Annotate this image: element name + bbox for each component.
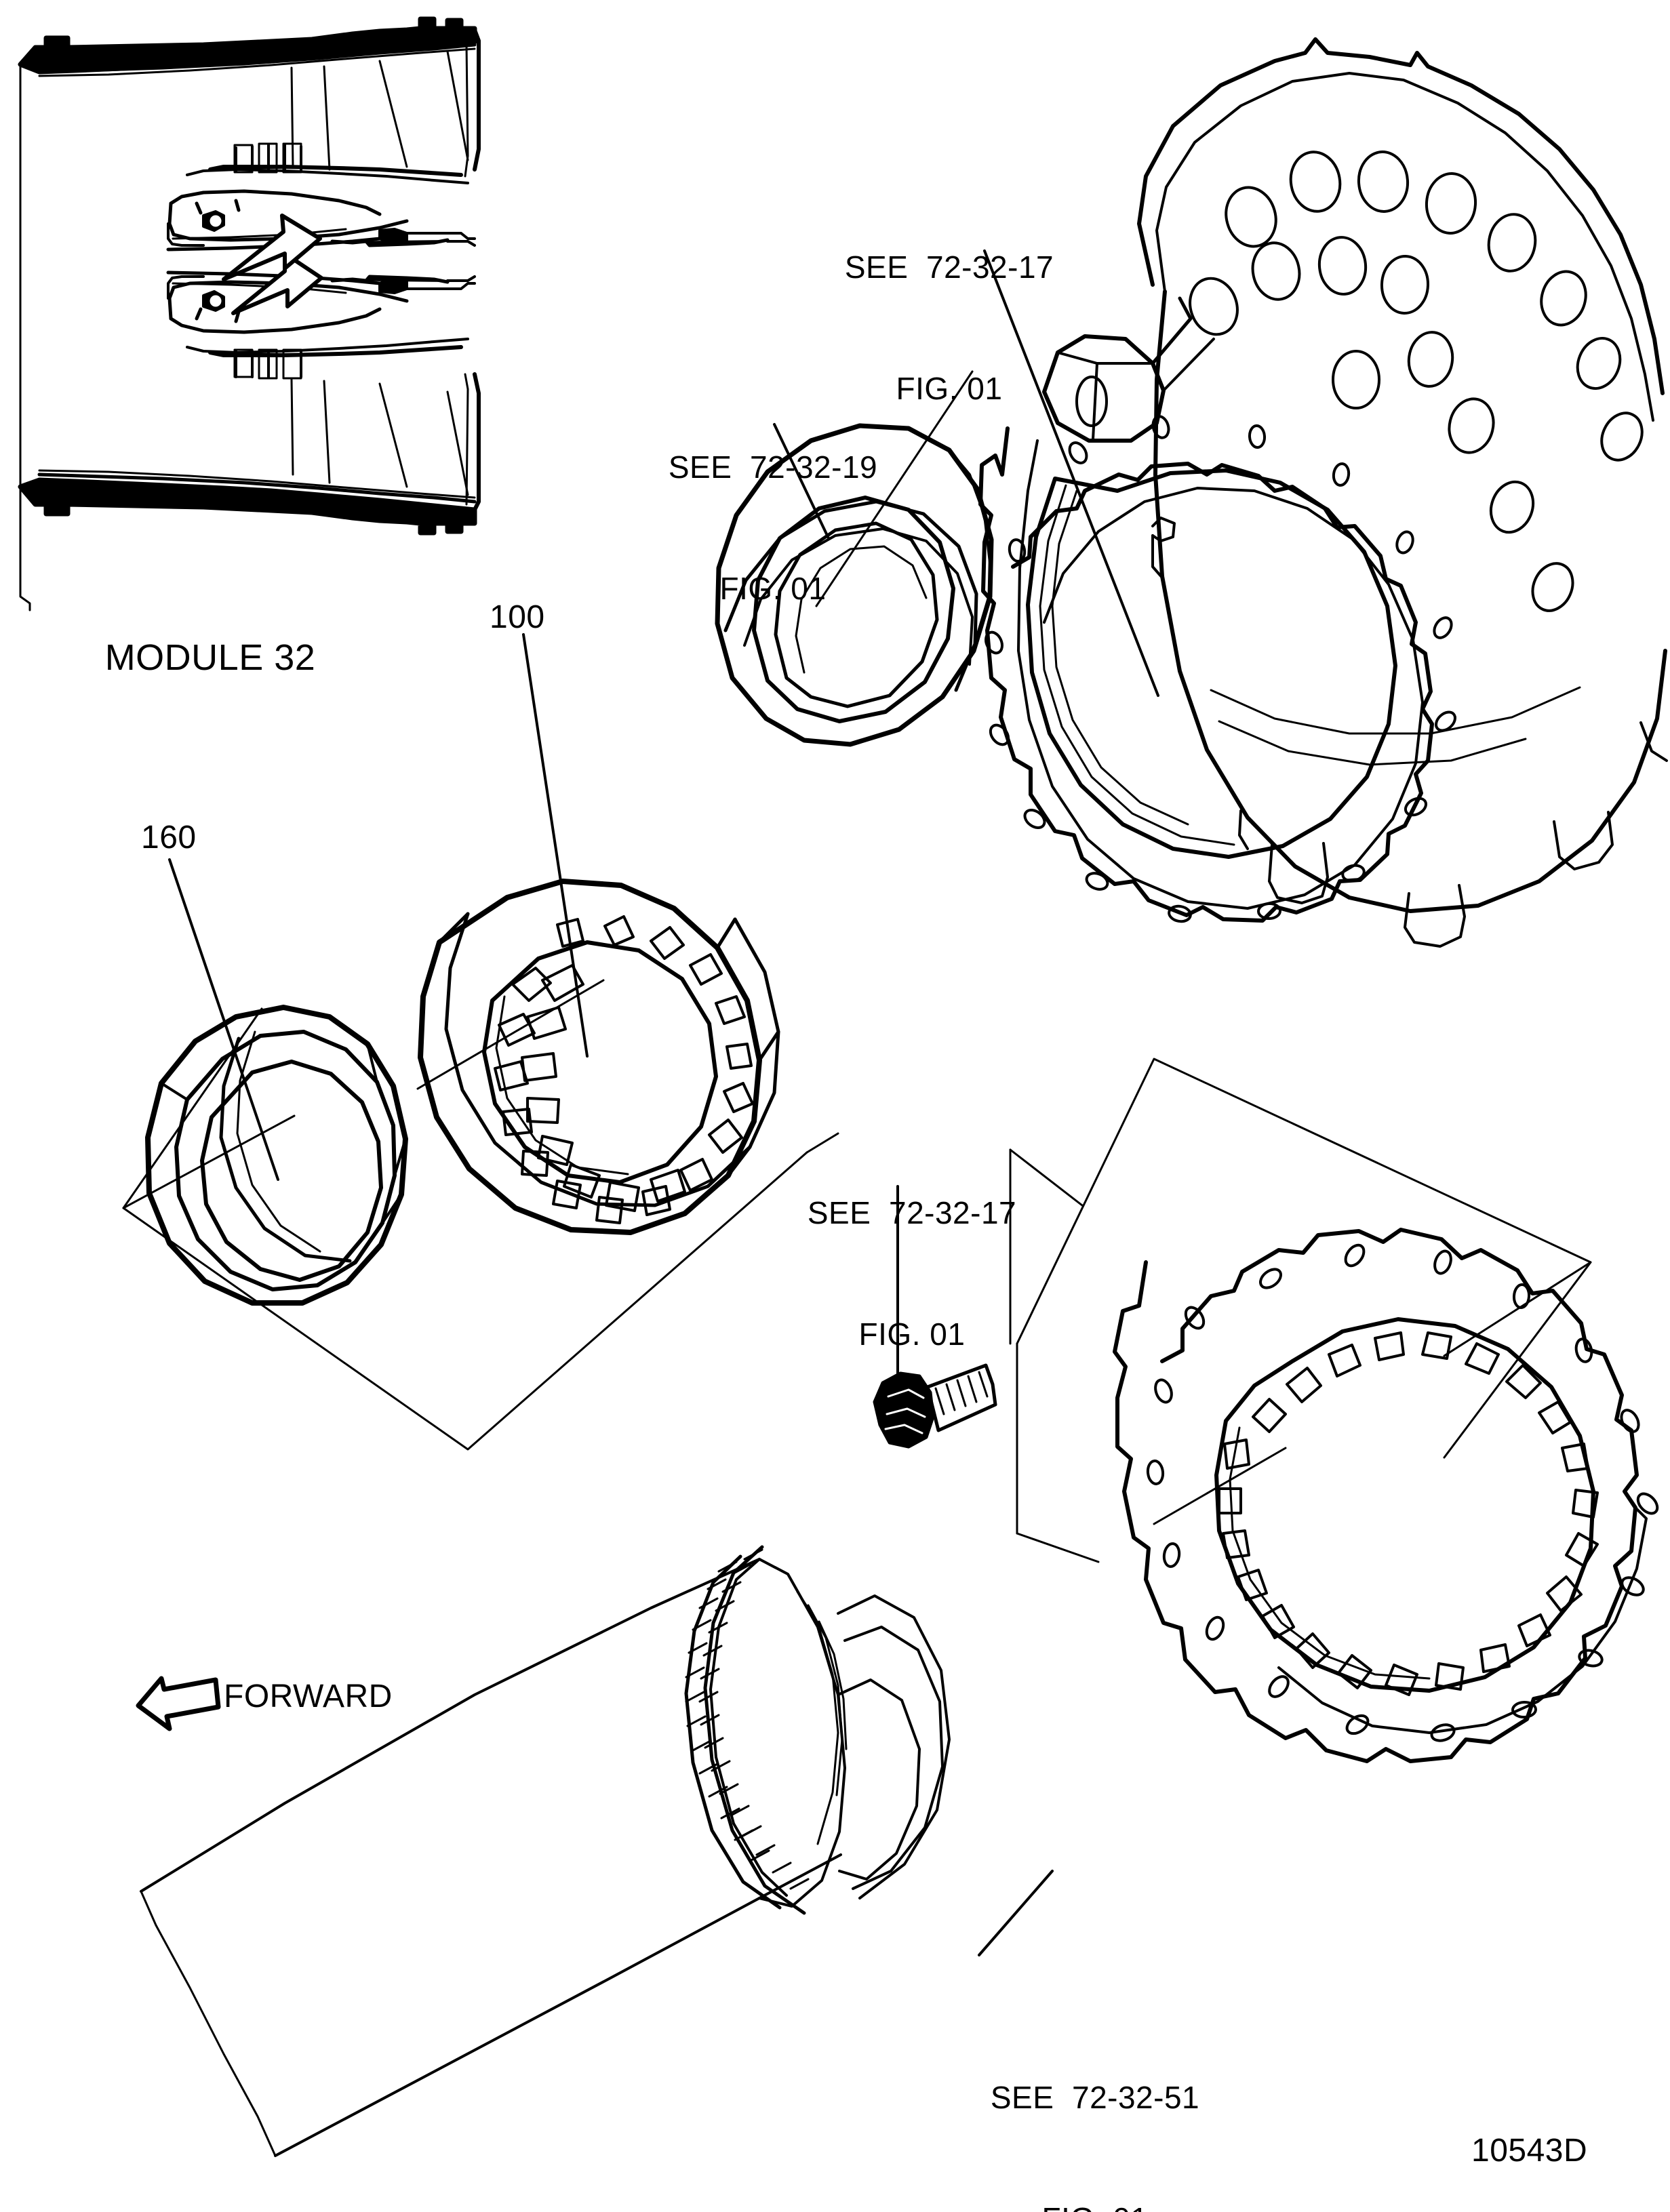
- ref-72-32-19-line1: SEE 72-32-19: [668, 449, 878, 485]
- centre-leader-stubs: [122, 370, 1592, 1563]
- item-callout-160: 160: [141, 820, 197, 856]
- ref-72-32-17-lower-line2: FIG. 01: [858, 1316, 966, 1352]
- item-callout-100: 100: [490, 599, 545, 635]
- case-flange-ring: [978, 415, 1456, 923]
- bolt: [873, 1363, 997, 1449]
- leader-lines: [168, 249, 1159, 1956]
- ref-72-32-17-lower-line1: SEE 72-32-17: [807, 1194, 1017, 1230]
- ref-72-32-19-line2: FIG. 01: [719, 570, 827, 606]
- shroud-support-ring: [418, 879, 780, 1235]
- ref-72-32-17-upper-line1: SEE 72-32-17: [844, 249, 1054, 285]
- drawing-number: 10543D: [1471, 2133, 1588, 2169]
- rotor-shaft: [140, 1545, 951, 2157]
- forward-label: FORWARD: [224, 1678, 393, 1714]
- ref-72-32-17-upper: SEE 72-32-17 FIG. 01: [814, 166, 1085, 490]
- ref-72-32-17-lower: SEE 72-32-17 FIG. 01: [776, 1112, 1048, 1436]
- retaining-plate: [1113, 1228, 1659, 1763]
- ref-72-32-51: SEE 72-32-51 FIG. 01: [959, 1996, 1231, 2212]
- seal-ring: [715, 423, 994, 747]
- spacer-ring: [145, 1005, 408, 1306]
- turbine-case: [1042, 37, 1668, 948]
- arrow-left-icon: [136, 1676, 221, 1731]
- ref-72-32-51-line2: FIG. 01: [959, 2199, 1231, 2212]
- ref-72-32-17-upper-line2: FIG. 01: [896, 370, 1003, 406]
- module-inset-caption: MODULE 32: [104, 637, 316, 678]
- module-32-inset: [18, 16, 481, 611]
- ref-72-32-19: SEE 72-32-19 FIG. 01: [637, 366, 909, 690]
- ref-72-32-51-line1: SEE 72-32-51: [990, 2079, 1200, 2115]
